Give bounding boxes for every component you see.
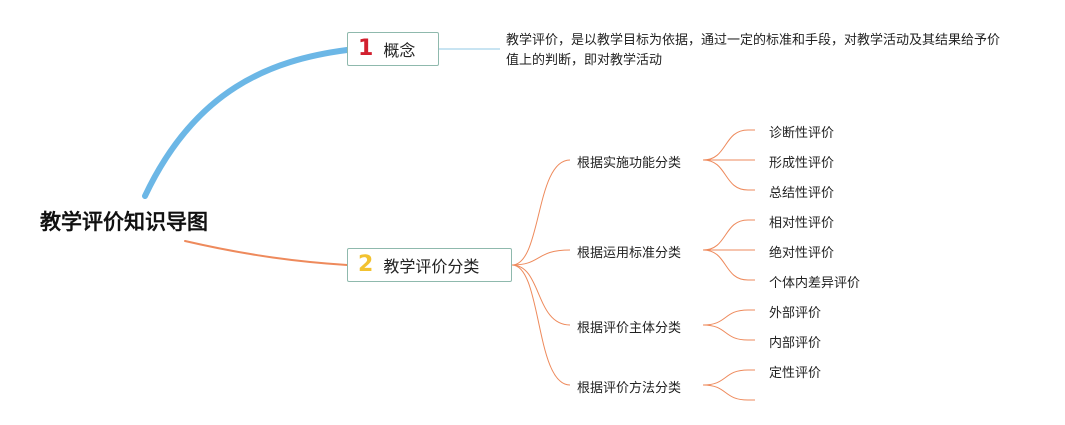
leaf-absolute[interactable]: 绝对性评价 <box>769 246 835 261</box>
leaf-relative[interactable]: 相对性评价 <box>769 216 835 231</box>
branch-connector-1 <box>511 159 571 266</box>
leaf-diagnostic[interactable]: 诊断性评价 <box>769 126 835 141</box>
leaf-internal[interactable]: 内部评价 <box>769 336 822 351</box>
branch-connector-2 <box>511 249 571 266</box>
branch-standard[interactable]: 根据运用标准分类 <box>577 246 682 261</box>
leaf-connector-1-1 <box>702 129 755 161</box>
topic-label-concept: 概念 <box>383 41 416 60</box>
root-to-concept-connector <box>142 47 350 199</box>
leaf-connector-4-1 <box>702 369 755 386</box>
concept-note: 教学评价，是以教学目标为依据，通过一定的标准和手段，对教学活动及其结果给予价值上… <box>506 33 1001 68</box>
leaf-connector-3-1 <box>702 309 755 326</box>
leaf-individual-difference[interactable]: 个体内差异评价 <box>769 276 861 291</box>
branch-connector-4 <box>511 264 571 386</box>
leaf-summative[interactable]: 总结性评价 <box>769 186 835 201</box>
branch-curves <box>511 159 571 386</box>
leaf-connector-2-1 <box>702 219 755 251</box>
topic-concept[interactable]: 1 概念 <box>347 32 439 66</box>
topic-number-1: 1 <box>358 36 374 61</box>
topic-number-2: 2 <box>358 252 374 277</box>
leaf-formative[interactable]: 形成性评价 <box>769 156 835 171</box>
branch-method[interactable]: 根据评价方法分类 <box>577 381 682 396</box>
branch-functional[interactable]: 根据实施功能分类 <box>577 156 682 171</box>
leaf-curves <box>702 129 755 401</box>
leaf-connector-4-2 <box>702 384 755 401</box>
leaf-connector-1-3 <box>702 159 755 191</box>
leaf-qualitative[interactable]: 定性评价 <box>769 366 822 381</box>
leaf-connector-2-3 <box>702 249 755 281</box>
topic-label-classification: 教学评价分类 <box>383 257 480 276</box>
topic-classification[interactable]: 2 教学评价分类 <box>347 248 512 282</box>
branch-connector-3 <box>511 264 571 326</box>
root-to-classification-connector <box>184 240 348 266</box>
root-title[interactable]: 教学评价知识导图 <box>40 210 208 234</box>
leaf-connector-3-2 <box>702 324 755 341</box>
leaf-external[interactable]: 外部评价 <box>769 306 822 321</box>
branch-subject[interactable]: 根据评价主体分类 <box>577 321 682 336</box>
